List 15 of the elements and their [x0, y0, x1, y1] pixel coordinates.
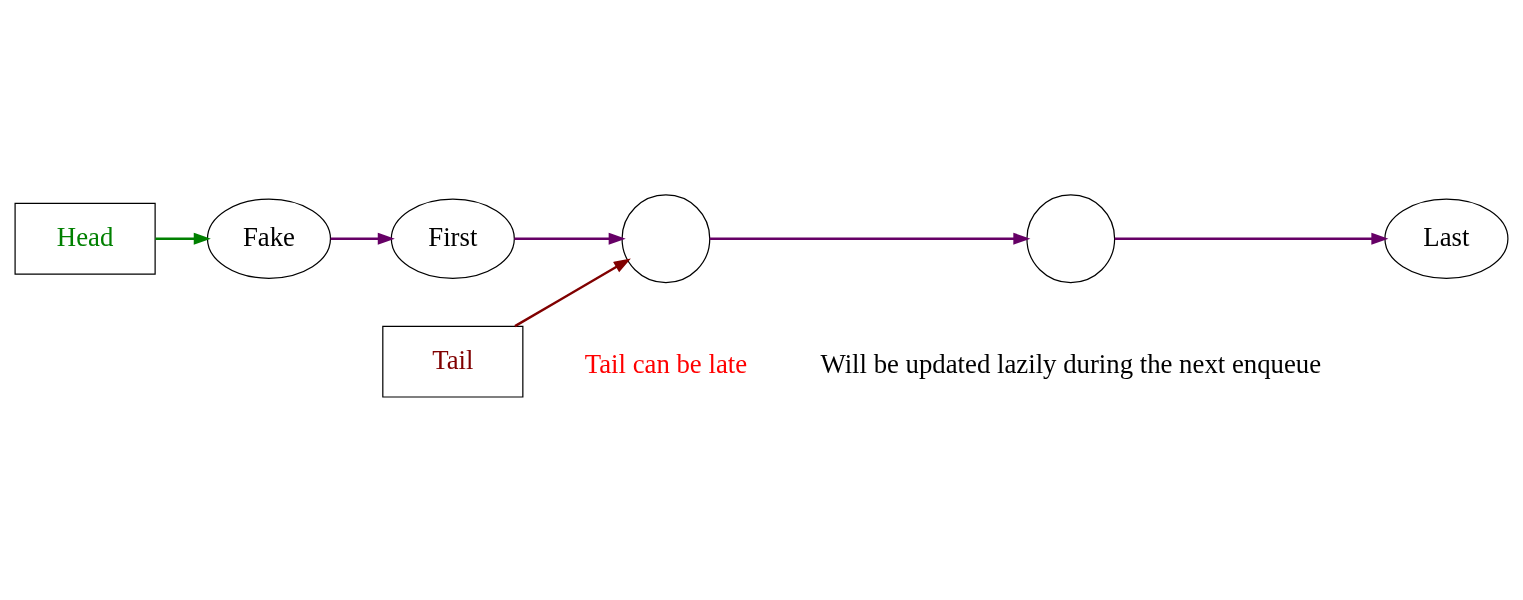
arrow: [330, 232, 395, 245]
arrow: [514, 257, 631, 327]
arrow: [1114, 232, 1389, 245]
label: Tail can be late: [584, 348, 748, 379]
node-circle: [1026, 193, 1116, 283]
node-circle: [621, 193, 711, 283]
label: Will be updated lazily during the next enqueue: [820, 348, 1322, 379]
node-box: Head: [14, 202, 156, 275]
arrow: [514, 232, 626, 245]
node-ellipse: Fake: [206, 198, 332, 279]
node-ellipse: First: [390, 198, 515, 279]
node-ellipse: Last: [1384, 198, 1509, 279]
arrow: [155, 232, 211, 245]
arrow: [709, 232, 1031, 245]
node-box: Tail: [382, 325, 524, 398]
